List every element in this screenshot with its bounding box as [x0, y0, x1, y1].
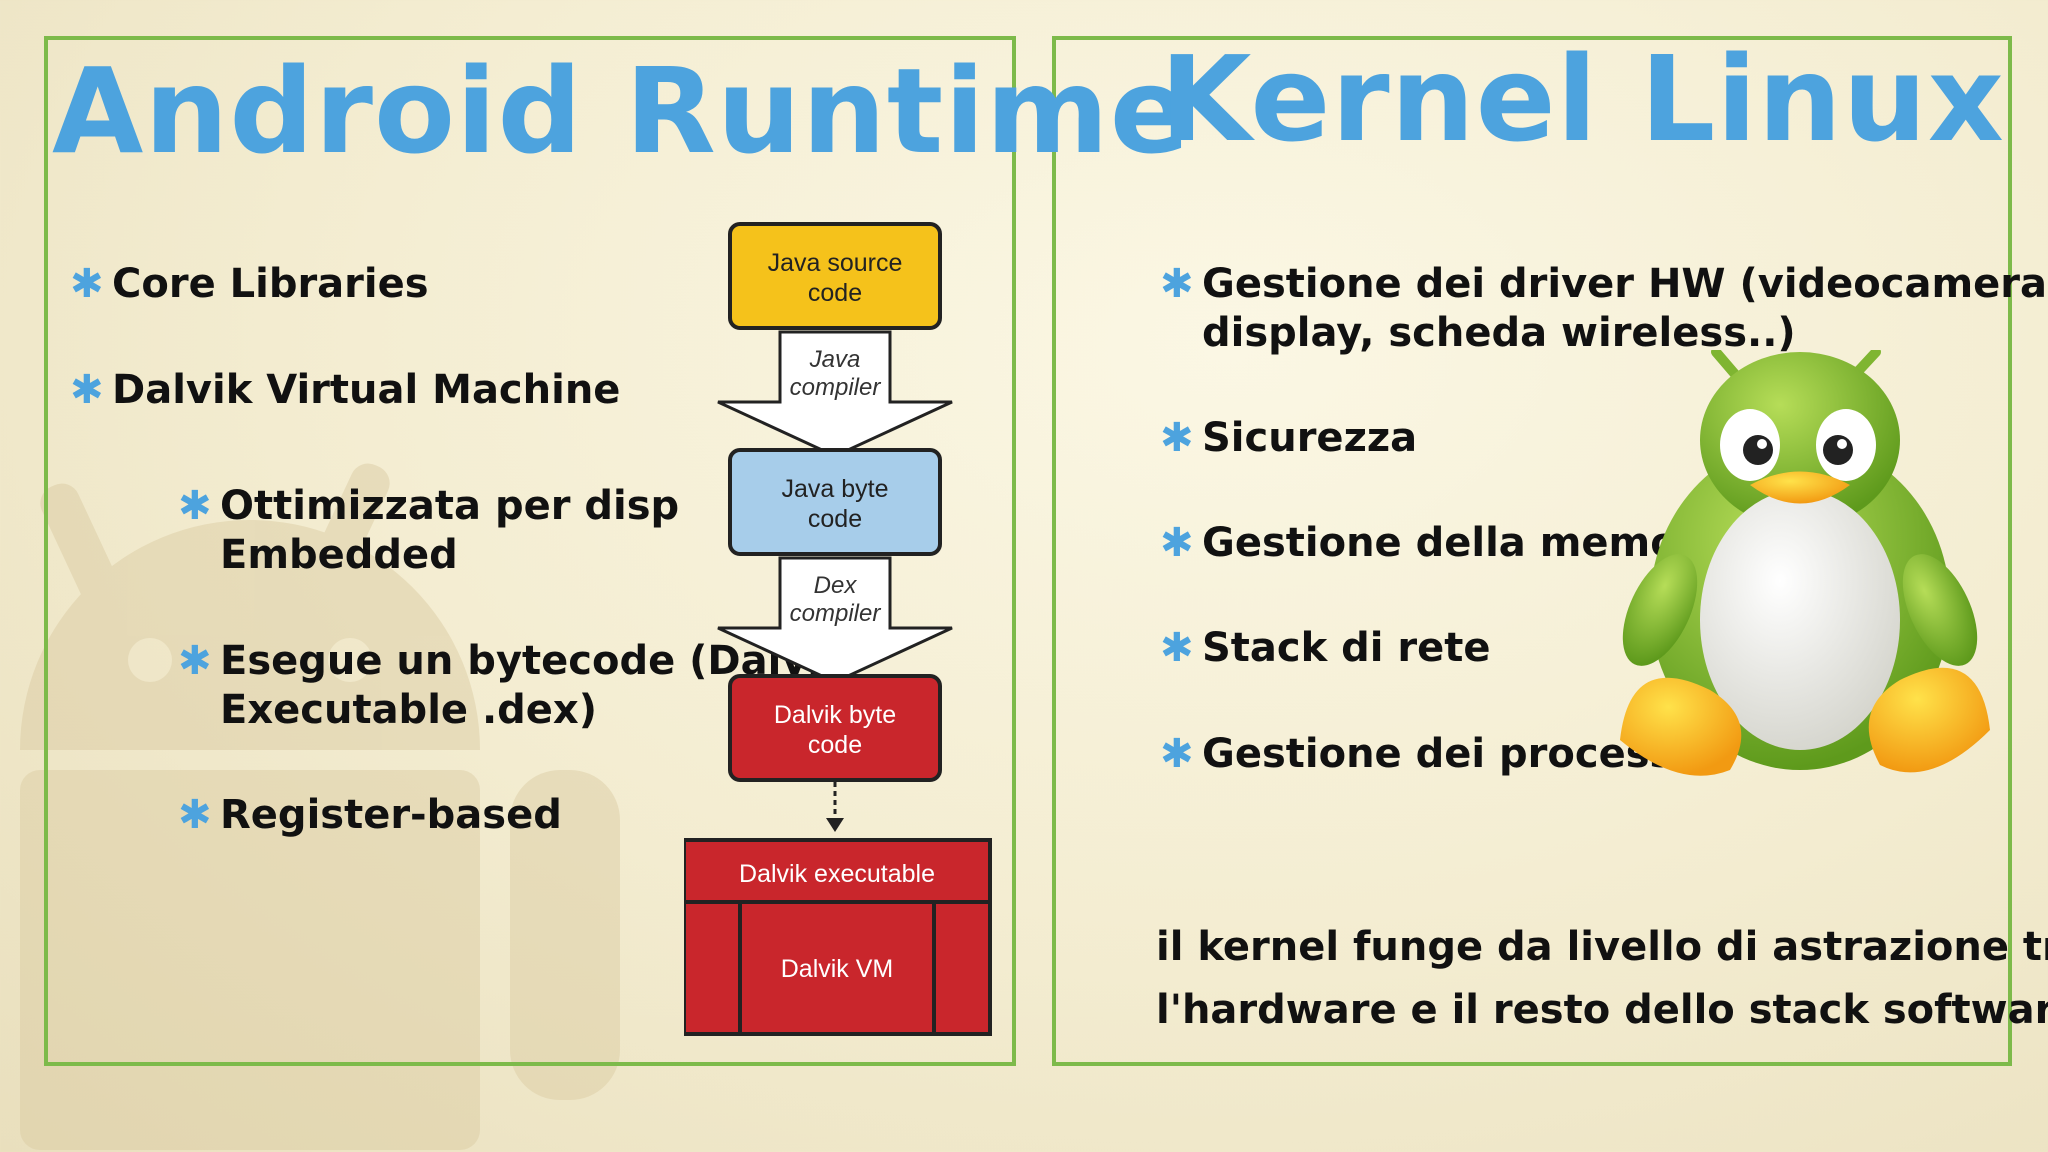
dex-compiler-arrow: Dex compiler	[717, 556, 953, 684]
android-runtime-title: Android Runtime	[52, 42, 1191, 180]
subbullet-register-based: ✱ Register-based	[178, 792, 562, 838]
asterisk-icon: ✱	[70, 367, 104, 413]
dalvik-executable-box: Dalvik executable	[684, 838, 992, 904]
asterisk-icon: ✱	[1160, 415, 1194, 461]
asterisk-icon: ✱	[1160, 625, 1194, 671]
kernel-linux-panel	[1052, 36, 2012, 1066]
svg-text:Java source: Java source	[768, 249, 903, 277]
subbullet-bytecode: ✱ Esegue un bytecode (Dalvik Executable …	[178, 638, 848, 733]
kernel-linux-title: Kernel Linux	[1160, 30, 2005, 168]
bullet-core-libraries: ✱ Core Libraries	[70, 261, 429, 307]
svg-text:Dalvik VM: Dalvik VM	[781, 955, 894, 983]
android-runtime-panel	[44, 36, 1016, 1066]
svg-text:compiler: compiler	[790, 600, 882, 627]
svg-text:compiler: compiler	[790, 374, 882, 401]
asterisk-icon: ✱	[178, 638, 212, 684]
dalvik-byte-box: Dalvik byte code	[728, 674, 942, 782]
bullet-dalvik-vm: ✱ Dalvik Virtual Machine	[70, 367, 621, 413]
bullet-gestione-driver: ✱ Gestione dei driver HW (videocamera, d…	[1160, 261, 2048, 356]
subbullet-ottimizzata: ✱ Ottimizzata per disp Embedded	[178, 483, 680, 578]
svg-text:Java byte: Java byte	[781, 475, 888, 503]
bullet-processi: ✱ Gestione dei processi	[1160, 731, 1688, 777]
asterisk-icon: ✱	[1160, 731, 1194, 777]
svg-text:Java: Java	[809, 346, 861, 373]
dalvik-vm-box: Dalvik VM	[684, 900, 992, 1036]
penguin-android-icon	[1620, 350, 1990, 776]
java-compiler-arrow: Java compiler	[717, 330, 953, 458]
dalvik-compilation-diagram: Java source code Java compiler Java byte…	[684, 222, 992, 1036]
asterisk-icon: ✱	[70, 261, 104, 307]
svg-text:Dalvik executable: Dalvik executable	[739, 860, 935, 888]
svg-text:code: code	[808, 731, 862, 759]
svg-text:code: code	[808, 279, 862, 307]
asterisk-icon: ✱	[1160, 520, 1194, 566]
kernel-abstraction-note: il kernel funge da livello di astrazione…	[1156, 924, 2048, 1033]
android-robot-watermark	[20, 463, 620, 1150]
asterisk-icon: ✱	[178, 483, 212, 529]
asterisk-icon: ✱	[178, 792, 212, 838]
java-byte-box: Java byte code	[728, 448, 942, 556]
svg-text:Dalvik byte: Dalvik byte	[774, 701, 896, 729]
java-source-box: Java source code	[728, 222, 942, 330]
bullet-memoria: ✱ Gestione della memoria	[1160, 520, 1739, 566]
svg-text:code: code	[808, 505, 862, 533]
dashed-arrow	[826, 782, 844, 832]
svg-text:Dex: Dex	[814, 572, 858, 599]
bullet-stack-rete: ✱ Stack di rete	[1160, 625, 1491, 671]
asterisk-icon: ✱	[1160, 261, 1194, 307]
bullet-sicurezza: ✱ Sicurezza	[1160, 415, 1418, 461]
